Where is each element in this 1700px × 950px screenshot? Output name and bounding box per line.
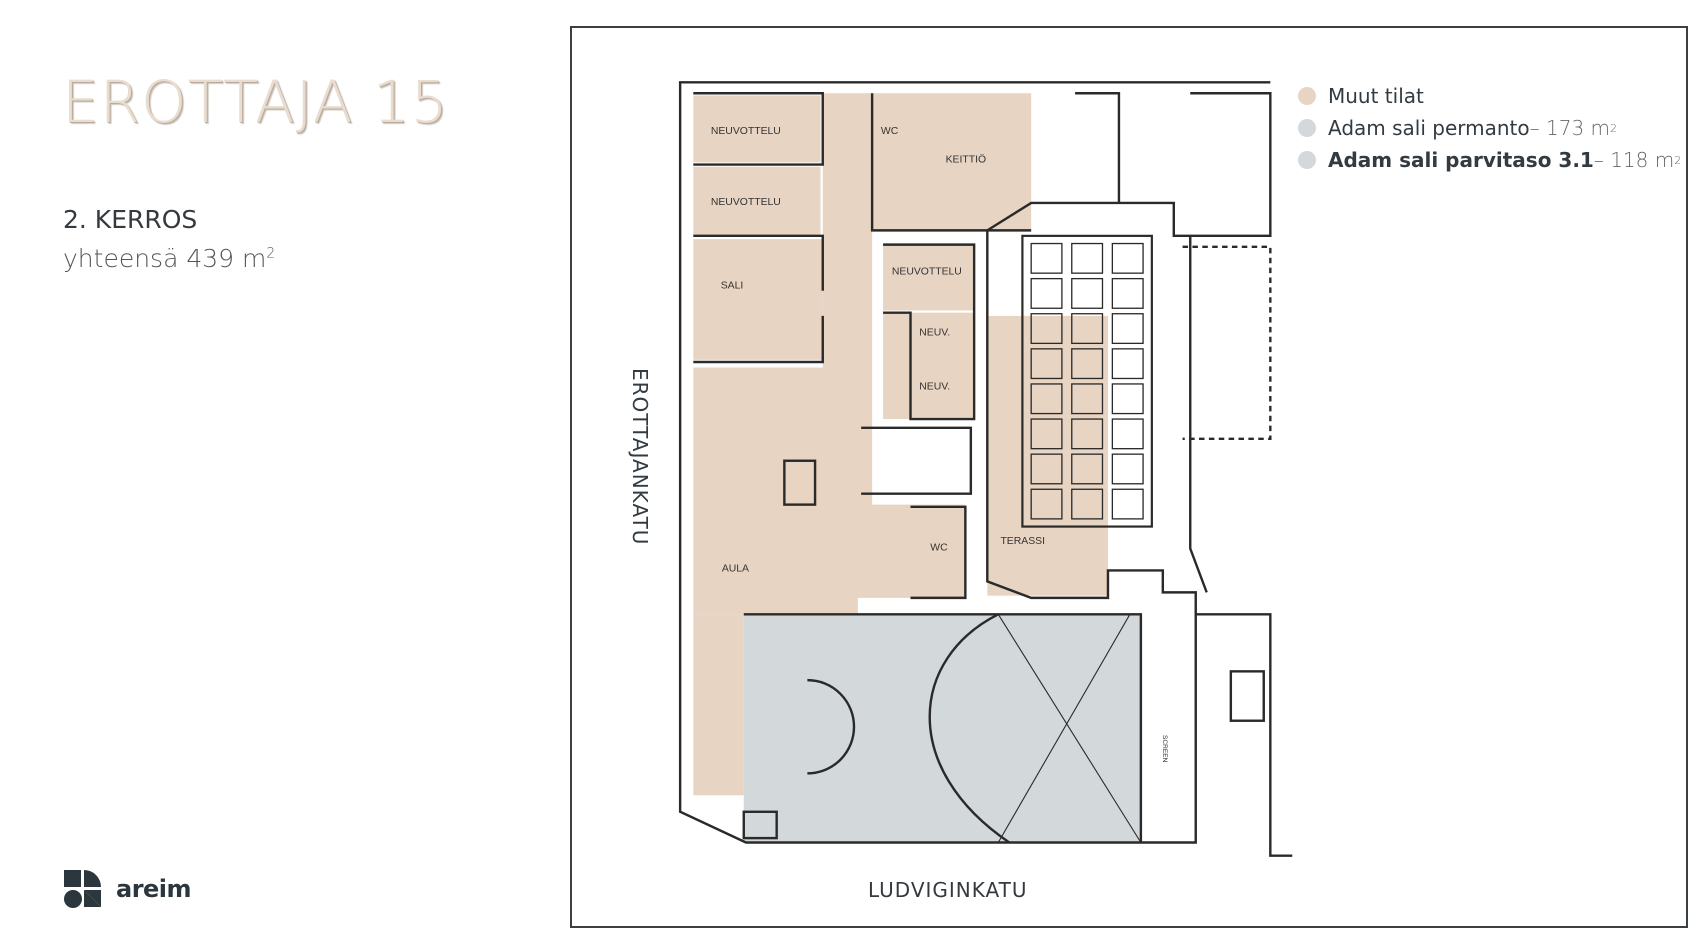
- room-label: AULA: [722, 564, 749, 575]
- skylight-cell: [1111, 488, 1144, 520]
- other-spaces: [693, 93, 1108, 796]
- skylight-cell: [1111, 277, 1144, 309]
- skylight-cell: [1111, 418, 1144, 450]
- legend-area-sup: 2: [1610, 121, 1618, 135]
- floor-label: 2. KERROS: [63, 205, 198, 234]
- skylight-cell: [1071, 488, 1104, 520]
- legend-dot: [1298, 151, 1316, 169]
- legend-label: Muut tilat: [1328, 84, 1424, 108]
- room-label: NEUV.: [919, 328, 950, 339]
- total-area-text: yhteensä 439 m: [63, 244, 267, 273]
- room-label: NEUVOTTELU: [711, 197, 781, 208]
- total-area: yhteensä 439 m2: [63, 244, 275, 273]
- skylight-cell: [1030, 313, 1063, 345]
- skylight-cell: [1030, 453, 1063, 485]
- skylight-cell: [1071, 453, 1104, 485]
- room-label: WC: [881, 126, 899, 137]
- street-label-erottajankatu: EROTTAJANKATU: [628, 368, 652, 546]
- areim-logo-icon: [64, 870, 101, 908]
- legend-label: Adam sali permanto: [1328, 116, 1530, 140]
- legend-area: – 173 m: [1529, 116, 1611, 140]
- skylight-cell: [1030, 348, 1063, 380]
- skylight-cell: [1071, 277, 1104, 309]
- skylight-cell: [1030, 277, 1063, 309]
- skylight-cell: [1111, 383, 1144, 415]
- street-label-ludviginkatu: LUDVIGINKATU: [868, 878, 1028, 902]
- total-area-sup: 2: [266, 245, 276, 262]
- room-label: WC: [930, 543, 948, 554]
- floor-plan-frame: [570, 26, 1688, 928]
- legend-item-other: Muut tilat: [1298, 80, 1681, 112]
- skylight-cell: [1111, 348, 1144, 380]
- skylight-cell: [1071, 383, 1104, 415]
- skylight-cell: [1071, 242, 1104, 274]
- page-title: EROTTAJA 15: [62, 68, 449, 136]
- skylight-cell: [1030, 488, 1063, 520]
- skylight-cell: [1111, 313, 1144, 345]
- room-label: NEUV.: [919, 381, 950, 392]
- legend-label: Adam sali parvitaso 3.1: [1328, 148, 1594, 172]
- walls: [678, 81, 1293, 857]
- skylight-cell: [1111, 453, 1144, 485]
- room-label: NEUVOTTELU: [711, 126, 781, 137]
- room-label: SCREEN: [1161, 735, 1168, 763]
- skylight-grid: [1021, 234, 1153, 528]
- legend-area: – 118 m: [1593, 148, 1675, 172]
- legend-dot: [1298, 119, 1316, 137]
- skylight-cell: [1111, 242, 1144, 274]
- skylight-cell: [1030, 242, 1063, 274]
- adam-hall: [743, 614, 1141, 843]
- skylight-cell: [1071, 418, 1104, 450]
- skylight-cell: [1071, 348, 1104, 380]
- legend-dot: [1298, 87, 1316, 105]
- brand-name: areim: [116, 875, 192, 903]
- skylight-cell: [1030, 418, 1063, 450]
- room-label: KEITTIÖ: [946, 153, 986, 165]
- skylight-cell: [1030, 383, 1063, 415]
- skylight-cell: [1071, 313, 1104, 345]
- areim-logo: areim: [64, 870, 192, 908]
- room-label: NEUVOTTELU: [892, 266, 962, 277]
- legend-area-sup: 2: [1674, 153, 1682, 167]
- room-label: SALI: [721, 281, 744, 292]
- room-label: TERASSI: [1000, 536, 1045, 547]
